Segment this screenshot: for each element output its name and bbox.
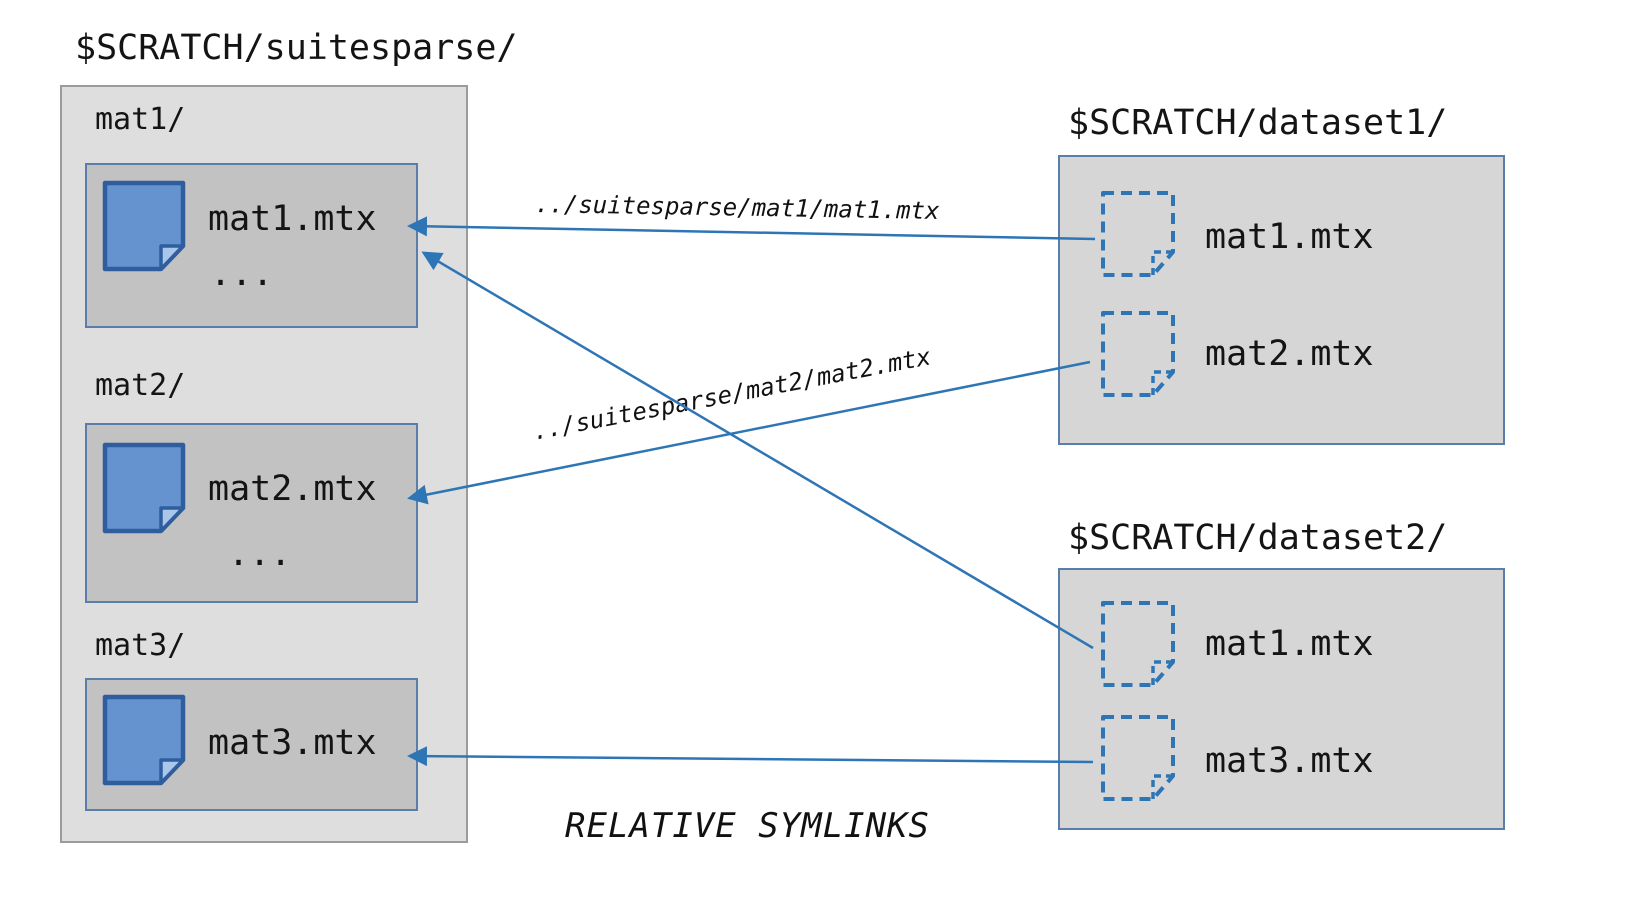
- folder-label-mat2: mat2/: [95, 368, 186, 403]
- dataset2-box: mat1.mtx mat3.mtx: [1058, 568, 1505, 830]
- suitesparse-box: mat1/ mat1.mtx ... mat2/ mat2.mtx ... ma…: [60, 85, 468, 843]
- symlink-file-icon: [1101, 311, 1175, 397]
- suitesparse-title: $SCRATCH/suitesparse/: [75, 28, 518, 68]
- file-name-mat2: mat2.mtx: [208, 469, 377, 509]
- symlink-arrow-dataset2-mat1: [421, 251, 1094, 650]
- dataset1-title: $SCRATCH/dataset1/: [1068, 103, 1448, 143]
- file-icon: [102, 442, 186, 534]
- folder-label-mat1: mat1/: [95, 102, 186, 137]
- symlink-label-2: ../suitesparse/mat2/mat2.mtx: [530, 342, 934, 446]
- symlink-file-icon: [1101, 191, 1175, 277]
- dataset2-file-1: mat1.mtx: [1205, 624, 1374, 664]
- file-icon: [102, 180, 186, 272]
- ellipsis-mat1: ...: [210, 254, 274, 294]
- symlink-file-icon: [1101, 715, 1175, 801]
- symlink-arrow-dataset2-mat3: [407, 746, 1094, 767]
- folder-box-mat1: mat1.mtx ...: [85, 163, 418, 328]
- dataset1-file-2: mat2.mtx: [1205, 334, 1374, 374]
- caption: RELATIVE SYMLINKS: [565, 806, 930, 846]
- dataset2-title: $SCRATCH/dataset2/: [1068, 518, 1448, 558]
- symlink-arrow-dataset1-mat1: [407, 216, 1096, 241]
- folder-box-mat3: mat3.mtx: [85, 678, 418, 811]
- file-name-mat1: mat1.mtx: [208, 199, 377, 239]
- folder-label-mat3: mat3/: [95, 628, 186, 663]
- dataset1-box: mat1.mtx mat2.mtx: [1058, 155, 1505, 445]
- symlink-label-1: ../suitesparse/mat1/mat1.mtx: [534, 190, 940, 226]
- dataset1-file-1: mat1.mtx: [1205, 217, 1374, 257]
- file-icon: [102, 694, 186, 786]
- folder-box-mat2: mat2.mtx ...: [85, 423, 418, 603]
- file-name-mat3: mat3.mtx: [208, 723, 377, 763]
- ellipsis-mat2: ...: [228, 534, 292, 574]
- symlink-file-icon: [1101, 601, 1175, 687]
- dataset2-file-2: mat3.mtx: [1205, 741, 1374, 781]
